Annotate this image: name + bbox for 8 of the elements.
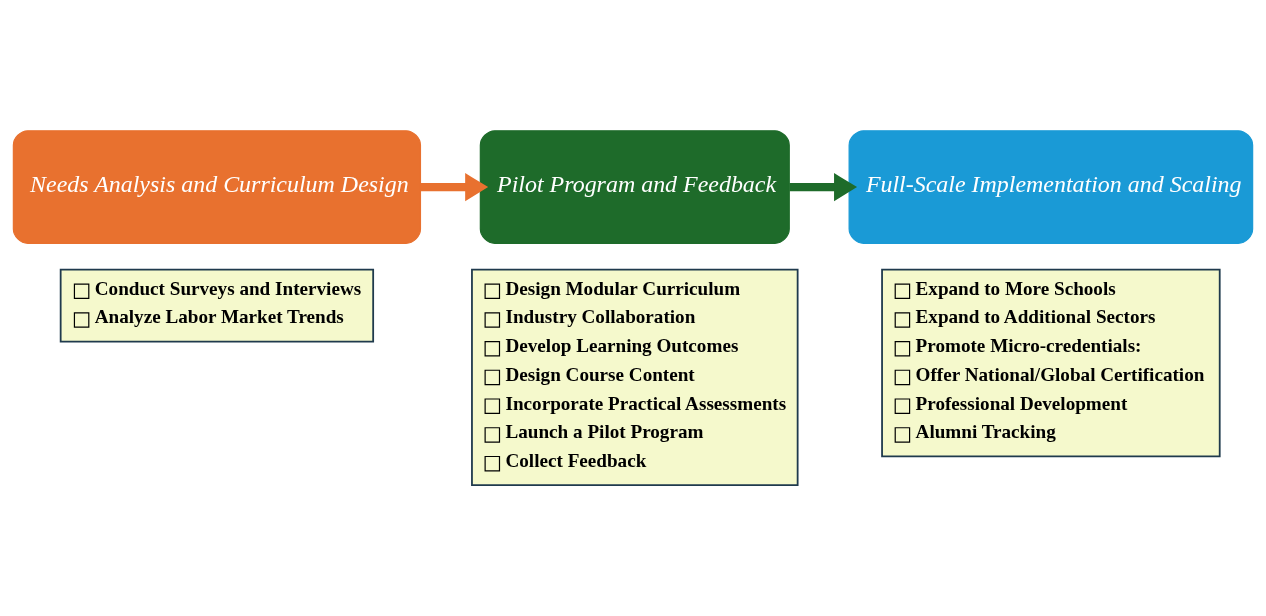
node-box: Expand to More Schools Expand to Additional Sectors Promote Micro-credentials: Offer National/Global Certification Professional Development Alumni Tracking (881, 268, 1221, 458)
node-box: Design Modular Curriculum Industry Collaboration Develop Learning Outcomes Design Course Content Incorporate Practical Assessments Launch a Pilot Program Collect Feedback (471, 268, 799, 487)
node-box: Needs Analysis and Curriculum Design (12, 130, 422, 244)
node-box: Pilot Program and Feedback (479, 130, 790, 244)
arrow (789, 173, 858, 202)
arrow (420, 173, 489, 202)
node-box: Conduct Surveys and Interviews Analyze Labor Market Trends (59, 268, 375, 343)
node-box: Full-Scale Implementation and Scaling (848, 130, 1254, 244)
